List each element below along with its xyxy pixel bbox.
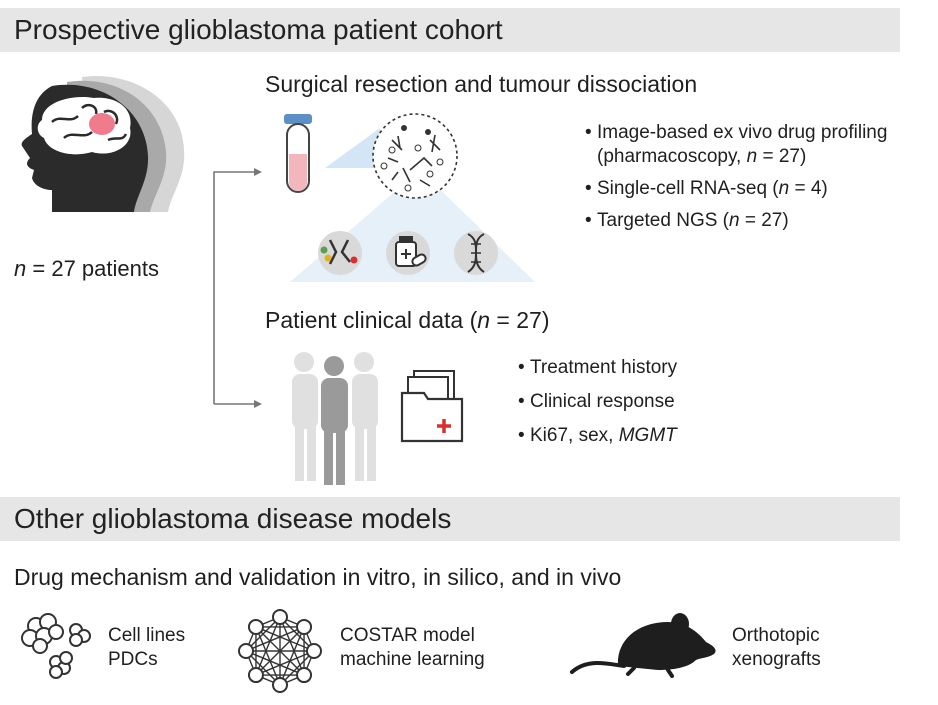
antibody-icon <box>318 231 362 275</box>
network-node <box>306 643 322 659</box>
patients-silhouette-icon <box>292 352 378 485</box>
clinical-title: Patient clinical data (n = 27) <box>265 307 550 333</box>
network-node <box>296 618 313 635</box>
bullet-ki67-sex-mgmt: Ki67, sex, MGMT <box>518 424 818 448</box>
network-node <box>247 667 264 684</box>
bullet-scrnaseq: Single-cell RNA-seq (n = 4) <box>585 177 930 201</box>
bullet-clinical-response: Clinical response <box>518 390 818 414</box>
network-node <box>272 677 288 693</box>
surgery-title: Surgical resection and tumour dissociati… <box>265 71 698 97</box>
surgery-bullet-list: Image-based ex vivo drug profiling (phar… <box>585 121 930 233</box>
dissociated-cells-icon <box>372 113 458 199</box>
network-node <box>296 667 313 684</box>
models-subtitle: Drug mechanism and validation in vitro, … <box>14 564 622 590</box>
section-header-cohort: Prospective glioblastoma patient cohort <box>0 8 900 52</box>
bullet-pharmacoscopy: Image-based ex vivo drug profiling (phar… <box>585 121 930 169</box>
cohort-size-label: n = 27 patients <box>14 256 159 281</box>
section-header-models: Other glioblastoma disease models <box>0 497 900 541</box>
dna-icon <box>454 231 498 275</box>
dissociation-illustration <box>284 113 535 282</box>
bullet-treatment-history: Treatment history <box>518 356 818 380</box>
network-icon <box>238 609 322 693</box>
medical-folder-icon <box>400 370 464 443</box>
head-brain-icon <box>21 75 185 212</box>
network-edge <box>255 626 281 686</box>
cell-cluster-icon <box>21 613 91 679</box>
network-node <box>238 643 254 659</box>
network-edge <box>245 650 281 686</box>
bullet-ngs: Targeted NGS (n = 27) <box>585 209 930 233</box>
network-node <box>247 618 264 635</box>
network-edge <box>255 626 305 676</box>
clinical-bullet-list: Treatment history Clinical response Ki67… <box>518 356 818 448</box>
sample-tube-icon <box>284 114 312 193</box>
network-edge <box>255 626 315 652</box>
mouse-icon <box>570 613 716 678</box>
drug-bottle-icon <box>386 231 430 275</box>
network-node <box>272 609 288 625</box>
branch-arrow <box>213 168 262 408</box>
